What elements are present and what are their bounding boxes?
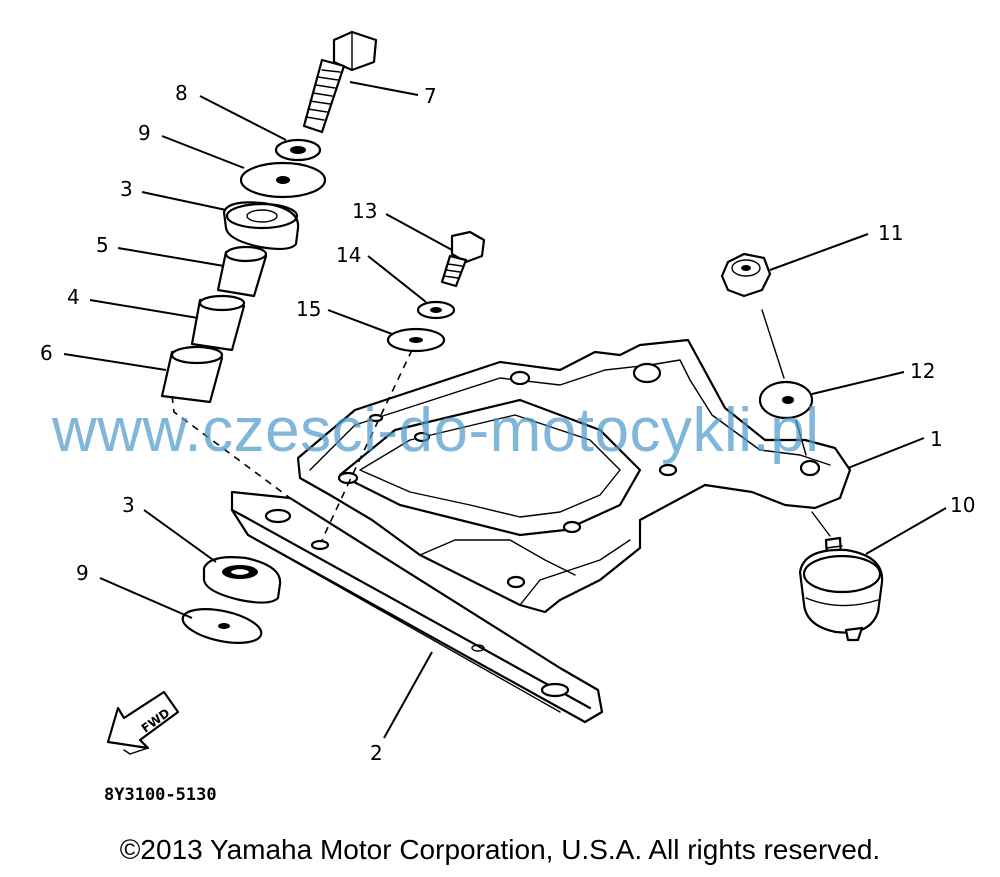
part-4-collar (190, 294, 246, 352)
callout-10: 10 (950, 493, 975, 517)
part-10-damper (798, 536, 884, 642)
callout-6: 6 (40, 341, 53, 365)
part-1-main-plate (296, 338, 852, 614)
part-2-lower-rail (230, 490, 604, 724)
callout-3a: 3 (120, 177, 133, 201)
callout-8: 8 (175, 81, 188, 105)
callout-3b: 3 (122, 493, 135, 517)
part-11-nut (720, 252, 772, 298)
callout-12: 12 (910, 359, 935, 383)
callout-11: 11 (878, 221, 903, 245)
part-6-collar (160, 345, 224, 404)
diagram-part-number: 8Y3100-5130 (104, 785, 217, 805)
part-3-cushion-lower (202, 556, 282, 604)
callout-15: 15 (296, 297, 321, 321)
part-14-washer (416, 300, 456, 320)
callout-13: 13 (352, 199, 377, 223)
copyright-notice: ©2013 Yamaha Motor Corporation, U.S.A. A… (119, 834, 881, 865)
callout-4: 4 (67, 285, 80, 309)
part-8-washer (274, 138, 322, 162)
part-7-bolt (302, 30, 378, 134)
callout-9a: 9 (138, 121, 151, 145)
part-5-collar (216, 245, 268, 298)
part-9-washer-lower (181, 608, 263, 644)
part-12-washer (758, 380, 814, 420)
assembly-lines (171, 309, 831, 541)
callout-labels: 7 8 9 3 5 4 6 13 14 15 11 12 1 10 3 9 2 (40, 81, 975, 765)
part-13-bolt (440, 230, 486, 288)
callout-9b: 9 (76, 561, 89, 585)
part-9-washer-upper (239, 161, 327, 199)
callout-1: 1 (930, 427, 943, 451)
callout-2: 2 (370, 741, 383, 765)
leader-lines (63, 81, 947, 739)
callout-5: 5 (96, 233, 109, 257)
part-3-cushion-upper (222, 201, 300, 251)
callout-14: 14 (336, 243, 361, 267)
fwd-arrow-icon: FWD (106, 690, 180, 755)
watermark-text: www.czesci-do-motocykli.pl (52, 396, 820, 465)
callout-7: 7 (424, 84, 437, 108)
part-15-washer (386, 327, 446, 353)
